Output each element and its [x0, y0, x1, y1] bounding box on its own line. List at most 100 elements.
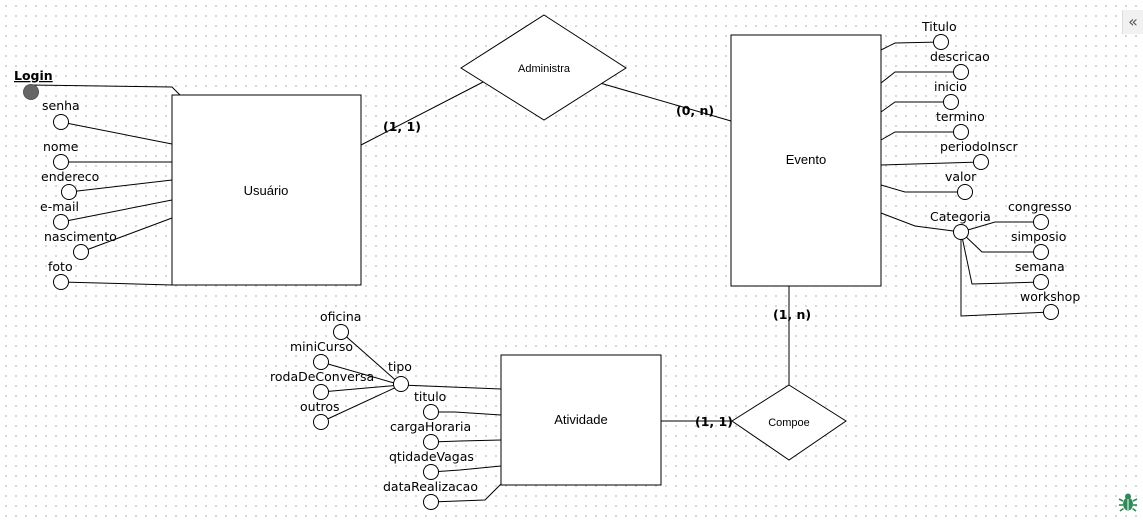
attribute-titulo-atividade-label: titulo — [414, 389, 446, 404]
line-foto — [60, 281, 173, 286]
entity-atividade-label: Atividade — [554, 412, 607, 427]
attribute-carga-horaria-label: cargaHoraria — [390, 419, 471, 434]
bug-icon[interactable] — [1117, 491, 1139, 513]
attribute-termino-label: termino — [936, 109, 985, 124]
line-rodadeconversa — [320, 384, 402, 393]
attribute-descricao[interactable]: descricao — [930, 49, 990, 80]
line-qtidadevagas — [430, 465, 502, 473]
attribute-email[interactable]: e-mail — [40, 199, 79, 230]
attribute-titulo-atividade[interactable]: titulo — [414, 389, 446, 420]
attribute-tipo[interactable]: tipo — [388, 359, 412, 392]
line-titulo-atv — [431, 411, 502, 416]
attribute-periodo-inscr[interactable]: periodoInscr — [940, 139, 1018, 170]
attribute-carga-horaria[interactable]: cargaHoraria — [390, 419, 471, 450]
attribute-workshop-label: workshop — [1020, 289, 1080, 304]
line-descricao — [880, 71, 961, 84]
attribute-categoria[interactable]: Categoria — [930, 209, 991, 240]
attribute-outros-label: outros — [300, 399, 340, 414]
relationship-compoe[interactable]: Compoe — [731, 384, 847, 461]
attribute-senha-label: senha — [42, 98, 80, 113]
attribute-workshop[interactable]: workshop — [1020, 289, 1080, 320]
attribute-outros[interactable]: outros — [300, 399, 340, 430]
attribute-inicio[interactable]: inicio — [934, 79, 967, 110]
line-inicio — [880, 101, 951, 113]
line-categoria — [880, 212, 962, 233]
line-titulo — [880, 41, 942, 51]
line-endereco — [68, 179, 173, 193]
line-usuario-administra — [360, 80, 486, 146]
attribute-inicio-label: inicio — [934, 79, 967, 94]
attribute-login-label: Login — [14, 68, 53, 83]
attribute-categoria-label: Categoria — [930, 209, 991, 224]
line-simposio — [960, 231, 1041, 253]
line-cargahoraria — [430, 439, 502, 443]
entity-usuario[interactable]: Usuário — [171, 94, 362, 286]
line-termino — [880, 131, 961, 141]
entity-usuario-label: Usuário — [244, 183, 289, 198]
collapse-panel-button[interactable]: « — [1122, 10, 1143, 34]
attribute-nome-label: nome — [43, 139, 79, 154]
cardinality-usuario-administra: (1, 1) — [383, 119, 421, 134]
line-email — [60, 199, 173, 223]
line-datarealizacao — [430, 483, 502, 503]
line-nascimento — [80, 217, 173, 253]
cardinality-atividade-compoe: (1, 1) — [695, 414, 733, 429]
relationship-administra[interactable]: Administra — [460, 14, 627, 121]
entity-evento[interactable]: Evento — [730, 34, 882, 287]
attribute-oficina[interactable]: oficina — [320, 309, 361, 340]
cardinality-evento-compoe: (1, n) — [773, 307, 811, 322]
attribute-titulo-label: Titulo — [921, 19, 957, 34]
attribute-titulo[interactable]: Titulo — [921, 19, 957, 50]
attribute-login[interactable]: Login — [14, 68, 53, 100]
line-valor — [880, 184, 965, 193]
attribute-nascimento-label: nascimento — [44, 229, 117, 244]
attribute-endereco[interactable]: endereco — [41, 169, 99, 200]
line-minicurso — [320, 361, 402, 386]
attribute-valor[interactable]: valor — [945, 169, 977, 200]
attribute-email-label: e-mail — [40, 199, 79, 214]
attribute-simposio[interactable]: simposio — [1011, 229, 1066, 260]
attribute-oficina-label: oficina — [320, 309, 361, 324]
attribute-termino[interactable]: termino — [936, 109, 985, 140]
attribute-congresso[interactable]: congresso — [1008, 199, 1072, 230]
attribute-data-realizacao[interactable]: dataRealizacao — [383, 479, 478, 510]
attribute-congresso-label: congresso — [1008, 199, 1072, 214]
attribute-simposio-label: simposio — [1011, 229, 1066, 244]
attribute-tipo-label: tipo — [388, 359, 412, 374]
attribute-mini-curso-label: miniCurso — [290, 339, 353, 354]
attribute-nascimento[interactable]: nascimento — [44, 229, 117, 260]
line-outros — [320, 384, 402, 423]
connector-lines — [30, 41, 1052, 503]
line-periodo — [880, 161, 982, 166]
attribute-mini-curso[interactable]: miniCurso — [290, 339, 353, 370]
line-login — [30, 84, 181, 96]
line-workshop — [960, 232, 1052, 317]
line-administra-evento — [599, 82, 732, 122]
attribute-foto[interactable]: foto — [48, 259, 73, 290]
attribute-descricao-label: descricao — [930, 49, 990, 64]
line-senha — [60, 121, 173, 145]
attribute-senha[interactable]: senha — [42, 98, 80, 130]
entity-evento-label: Evento — [786, 152, 826, 167]
attribute-valor-label: valor — [945, 169, 977, 184]
line-oficina — [340, 331, 402, 386]
entity-atividade[interactable]: Atividade — [500, 354, 662, 486]
attribute-data-realizacao-label: dataRealizacao — [383, 479, 478, 494]
double-chevron-left-icon: « — [1128, 12, 1138, 31]
attribute-foto-label: foto — [48, 259, 73, 274]
relationship-administra-label: Administra — [518, 63, 571, 75]
line-semana — [960, 231, 1042, 285]
attribute-semana[interactable]: semana — [1015, 259, 1065, 290]
cardinality-administra-evento: (0, n) — [676, 103, 714, 118]
relationship-compoe-label: Compoe — [768, 417, 810, 429]
attribute-roda-de-conversa[interactable]: rodaDeConversa — [270, 369, 374, 400]
attribute-semana-label: semana — [1015, 259, 1065, 274]
attribute-endereco-label: endereco — [41, 169, 99, 184]
line-congresso — [960, 221, 1041, 233]
attribute-roda-de-conversa-label: rodaDeConversa — [270, 369, 374, 384]
attribute-qtidade-vagas[interactable]: qtidadeVagas — [389, 449, 474, 480]
line-tipo — [400, 384, 502, 390]
attribute-periodo-inscr-label: periodoInscr — [940, 139, 1018, 154]
attribute-nome[interactable]: nome — [43, 139, 79, 170]
